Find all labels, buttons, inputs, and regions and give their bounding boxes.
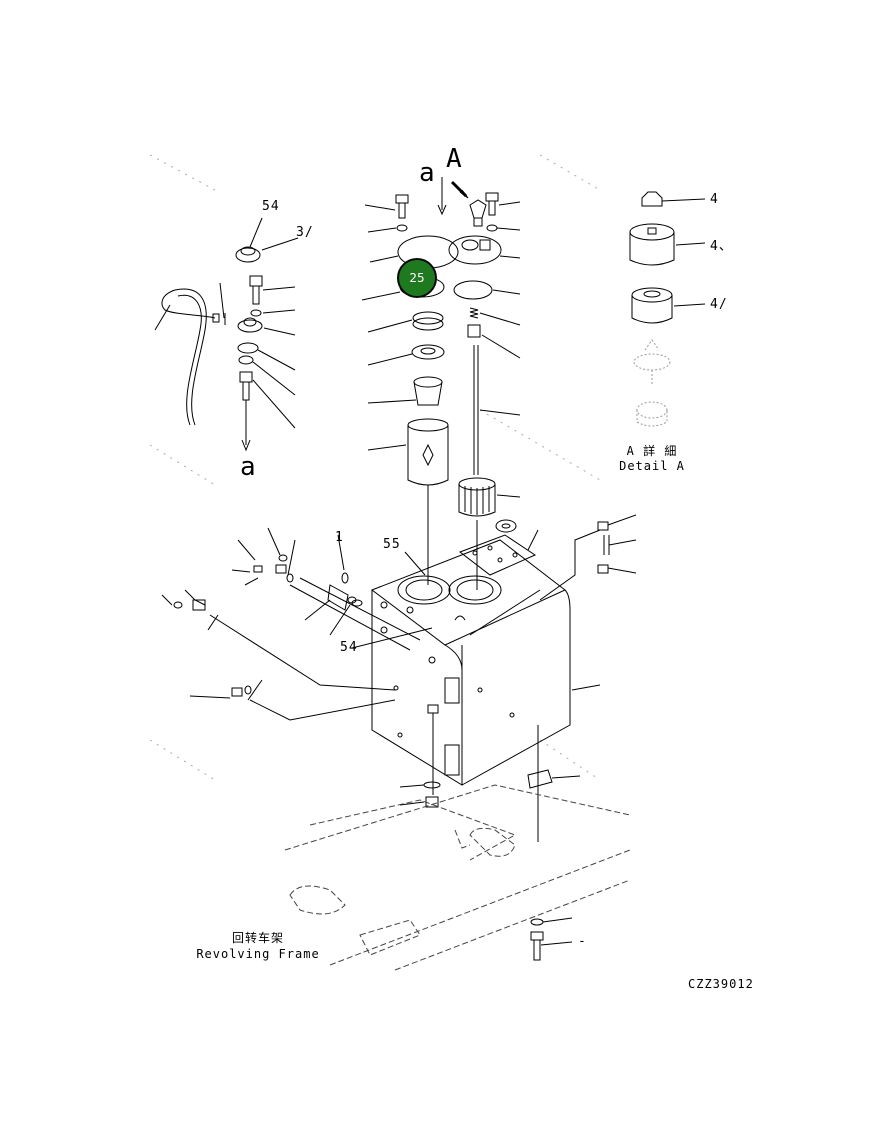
callout-1: 1 (335, 530, 344, 545)
callout-55: 55 (383, 537, 401, 552)
revolving-frame-en: Revolving Frame (196, 947, 320, 961)
callout-54-left: 54 (262, 199, 280, 214)
leader-hose (154, 304, 171, 331)
mount-parts (399, 704, 441, 808)
view-letter-a-bottom: a (240, 452, 256, 482)
callout-4a: 4、 (710, 239, 733, 254)
right-fittings (527, 514, 637, 961)
hose-assembly (161, 282, 226, 426)
part-25-number: 25 (409, 271, 425, 285)
callout-4: 4 (710, 192, 719, 207)
bolt-left (237, 275, 296, 452)
revolving-frame-label: 回转车架 Revolving Frame (196, 930, 320, 962)
detail-a-parts (629, 191, 706, 427)
revolving-frame-jp: 回转车架 (231, 931, 284, 945)
callout-dash: - (578, 934, 587, 949)
cap-fitting-54 (235, 217, 299, 263)
callout-4b: 4/ (710, 297, 728, 312)
detail-a-en: Detail A (619, 459, 685, 473)
view-letter-A: A (446, 144, 462, 174)
left-fittings (161, 527, 421, 721)
tank-leaders (351, 529, 601, 691)
drawing-code: CZZ39012 (688, 977, 754, 991)
detail-a-label: A 詳 細 Detail A (616, 444, 688, 474)
view-letter-a-top: a (419, 158, 435, 188)
part-25-hotspot[interactable]: 25 (397, 258, 437, 298)
breather-stack (437, 177, 521, 590)
callout-3-left: 3/ (296, 225, 314, 240)
hydraulic-tank (370, 529, 571, 786)
revolving-frame (284, 784, 631, 971)
callout-54-bottom: 54 (340, 640, 358, 655)
phantom-lines (149, 154, 601, 781)
filter-stack (361, 194, 459, 585)
detail-a-jp: A 詳 細 (626, 444, 678, 458)
